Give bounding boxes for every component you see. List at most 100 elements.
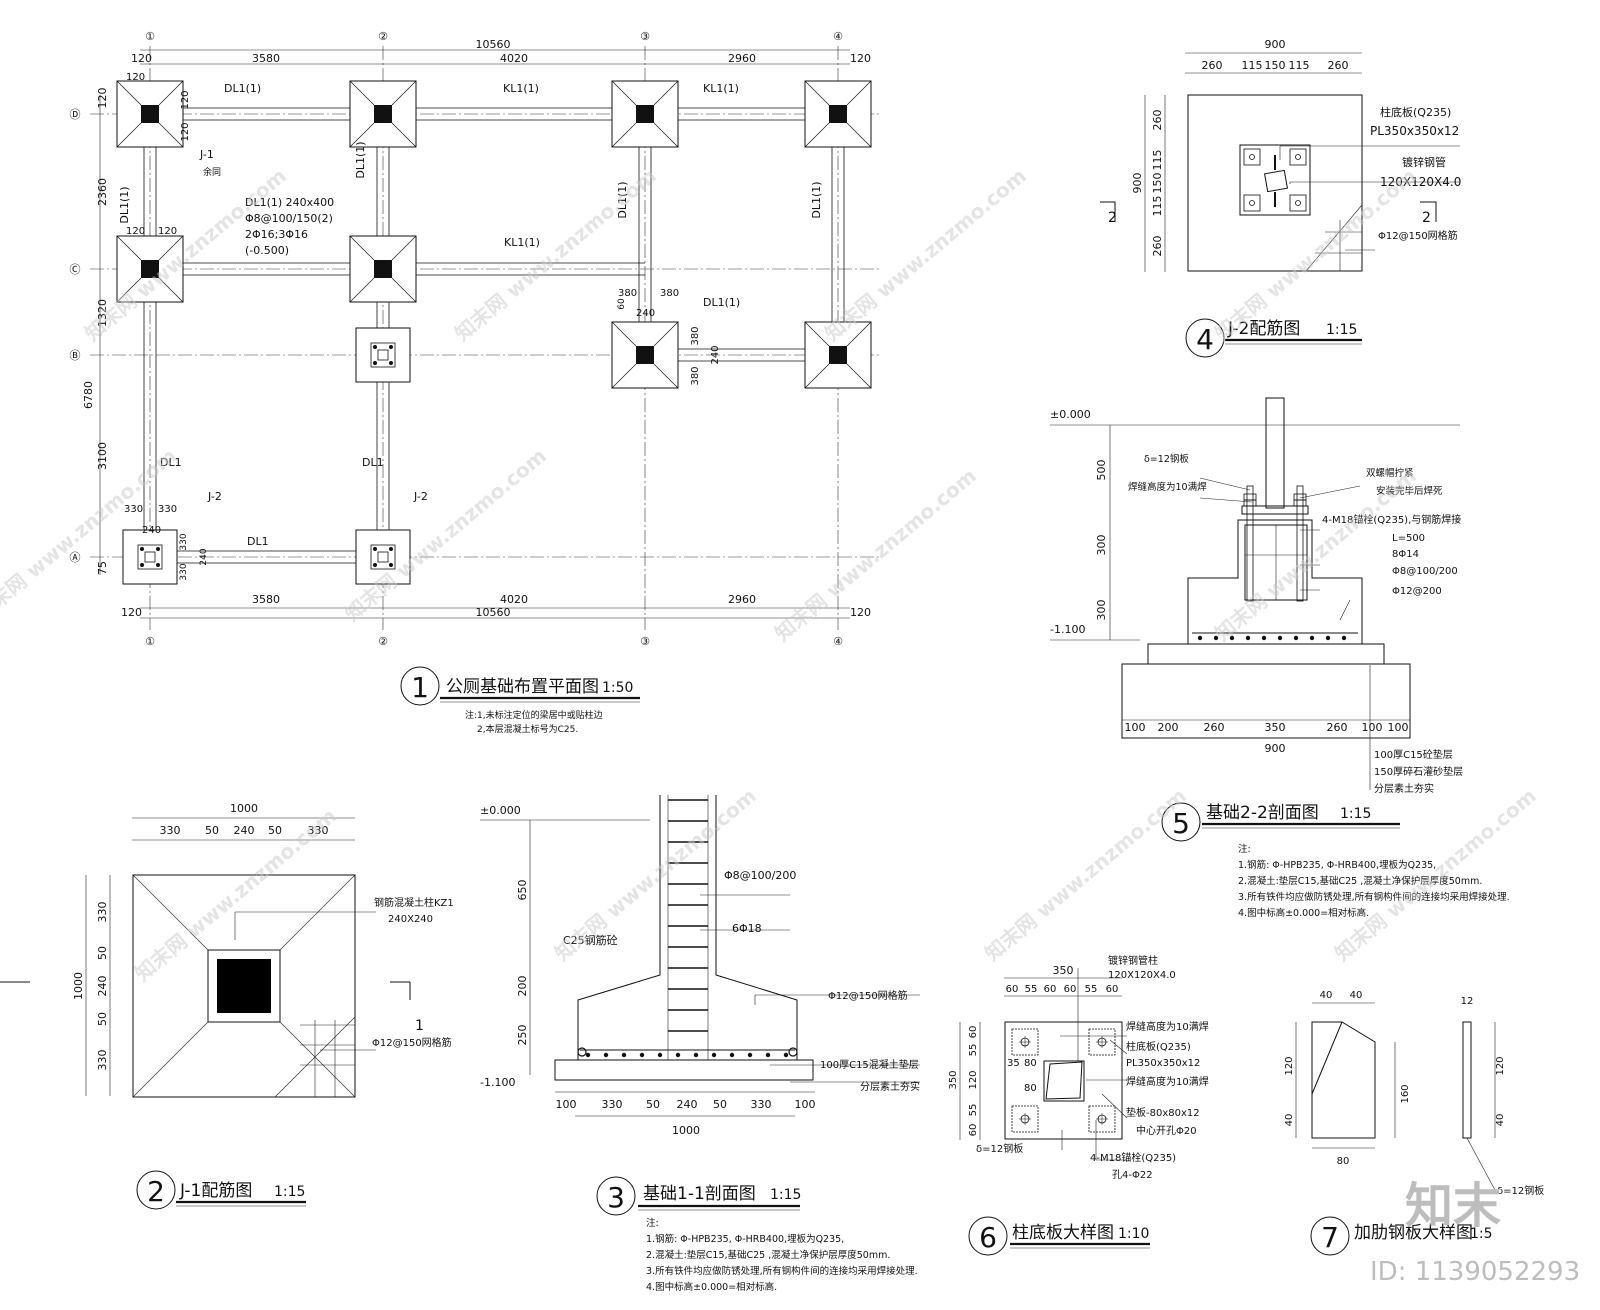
nut (1243, 499, 1257, 507)
dim-d-120-left: 120 (126, 72, 145, 83)
s22-scale: 1:15 (1340, 806, 1371, 822)
rib-title: 加肋钢板大样图 (1354, 1223, 1473, 1243)
grid-label-d: Ⓓ (70, 108, 81, 121)
j2-side-115b: 115 (1151, 196, 1164, 217)
dim-top-span-3: 2960 (728, 52, 756, 65)
plate-dim-55a: 55 (1025, 984, 1038, 995)
s22-anchor-label: 4-M18锚栓(Q235),与钢筋焊接 (1322, 513, 1461, 526)
nut (1293, 499, 1307, 507)
rebar-dot (639, 1052, 645, 1058)
anchor-bolt (373, 563, 377, 567)
dim-bottom-edge-left: 120 (121, 606, 142, 619)
j2-reinforcement-plan: 900 260 115 150 115 260 260 115 150 115 … (1100, 38, 1461, 358)
anchor-bolt (389, 361, 393, 365)
grid-label-3-bottom: ③ (640, 635, 650, 648)
anchor-bolt (389, 563, 393, 567)
dim-d-120-b: 120 (180, 122, 191, 141)
s22-hdim-350: 350 (1265, 721, 1286, 734)
s11-note-4: 4.图中标高±0.000=相对标高. (646, 1281, 777, 1293)
beam-label-kl1-1-top: KL1(1) (503, 82, 539, 95)
rib-dim-160: 160 (1400, 1084, 1411, 1103)
j2-plate-label: 柱底板(Q235) (1380, 105, 1451, 119)
plan-note-2: 2,本层混凝土标号为C25. (477, 723, 578, 735)
detail-number-3: 3 (607, 1181, 625, 1214)
s11-soil-label: 分层素土夯实 (860, 1080, 920, 1093)
plate-washer-label: 垫板-80x80x12 (1126, 1106, 1200, 1119)
watermark-text: 知末网 www.znzmo.com (980, 784, 1191, 966)
grid-label-a: Ⓐ (70, 551, 81, 564)
plate-dim-60a: 60 (1006, 984, 1019, 995)
plate-dim-60d: 60 (1106, 984, 1119, 995)
j2-dim-total: 900 (1265, 38, 1286, 51)
dim-c-120: 120 (158, 226, 177, 237)
beam-label-dl1-1-right: DL1(1) (703, 296, 740, 309)
beam-label-dl1-1-v3: DL1(1) (616, 181, 629, 218)
rib-dim-120b: 120 (1495, 1056, 1506, 1075)
washer (1289, 194, 1307, 212)
s22-anchor-length: L=500 (1392, 533, 1425, 544)
s22-bars: 8Φ14 (1392, 549, 1419, 560)
j1-column-size: 240X240 (388, 914, 433, 925)
detail-number-4: 4 (1196, 323, 1214, 356)
s22-hdim-100a: 100 (1125, 721, 1146, 734)
j2-plate-size: PL350x350x12 (1370, 124, 1459, 138)
beam-label-dl1-mid: DL1 (362, 456, 384, 469)
rebar-dot (693, 1052, 699, 1058)
dim-a-330-a: 330 (124, 504, 143, 515)
anchor-bolt (1296, 485, 1304, 602)
detail-bubble-3 (596, 1176, 636, 1216)
washer-plate (1088, 1028, 1116, 1056)
j1-dim-240: 240 (234, 824, 255, 837)
dim-top-span-1: 3580 (252, 52, 280, 65)
detail-bubble-5 (1161, 802, 1201, 842)
rebar-dot (747, 1052, 753, 1058)
footing-label-j2-left: J-2 (207, 490, 222, 503)
detail-number-2: 2 (147, 1175, 165, 1208)
beam-label-kl1-1-right: KL1(1) (703, 82, 739, 95)
plate-side-total: 350 (948, 1070, 959, 1089)
rebar-dot (1309, 635, 1315, 641)
rebar-dot (1277, 635, 1283, 641)
plate-washer-hole: 中心开孔Φ20 (1136, 1124, 1197, 1137)
dim-left-1320: 1320 (96, 299, 109, 327)
s11-vdim-650: 650 (516, 880, 529, 901)
washer (1243, 148, 1261, 166)
j2-side-260a: 260 (1151, 110, 1164, 131)
j1-dim-50a: 50 (205, 824, 219, 837)
s11-bedding-label: 100厚C15混凝土垫层 (820, 1058, 919, 1071)
nut (1243, 493, 1257, 501)
footing-j2 (122, 529, 178, 585)
rib-dim-12: 12 (1461, 996, 1474, 1007)
grid-label-1-top: ① (145, 30, 155, 43)
j2-side-260b: 260 (1151, 236, 1164, 257)
dim-b-380-d: 380 (690, 366, 701, 385)
s11-hdim-240: 240 (677, 1098, 698, 1111)
steel-column (377, 551, 389, 563)
plate-side-55b: 55 (968, 1104, 979, 1117)
s11-elev-zero: ±0.000 (480, 804, 521, 817)
steel-column (144, 551, 156, 563)
rebar-dot (1293, 635, 1299, 641)
s22-nut-note: 安装完毕后焊死 (1376, 485, 1443, 497)
plate-tube-label: 镀锌钢管柱 (1108, 954, 1158, 967)
s22-hdim-total: 900 (1265, 742, 1286, 755)
j1-dim-total: 1000 (230, 802, 258, 815)
j2-dim-115b: 115 (1289, 59, 1310, 72)
s11-note-2: 2.混凝土:垫层C15,基础C25 ,混凝土净保护层厚度50mm. (646, 1249, 890, 1261)
watermark-text: 知末网 www.znzmo.com (1210, 164, 1421, 346)
watermark-text: 知末网 www.znzmo.com (1210, 464, 1421, 646)
s22-vdim-500: 500 (1095, 460, 1108, 481)
j2-side-total: 900 (1131, 173, 1144, 194)
rebar-dot (1261, 635, 1267, 641)
s22-vdim-300b: 300 (1095, 600, 1108, 621)
column-kz1 (829, 346, 847, 364)
grid-label-c: Ⓒ (70, 263, 81, 276)
rib-plate-detail: 40 40 12 120 160 40 80 120 40 δ=12钢板 7 加… (1284, 990, 1544, 1256)
plate-scale: 1:10 (1118, 1226, 1149, 1242)
s22-hdim-200: 200 (1158, 721, 1179, 734)
dim-c-120-left: 120 (126, 226, 145, 237)
anchor-bolt (373, 361, 377, 365)
dim-left-75: 75 (96, 561, 109, 575)
watermark-id: ID: 1139052293 (1370, 1257, 1580, 1287)
base-plate-detail: 镀锌钢管柱 120X120X4.0 焊缝高度为10满焊 柱底板(Q235) PL… (948, 954, 1209, 1256)
